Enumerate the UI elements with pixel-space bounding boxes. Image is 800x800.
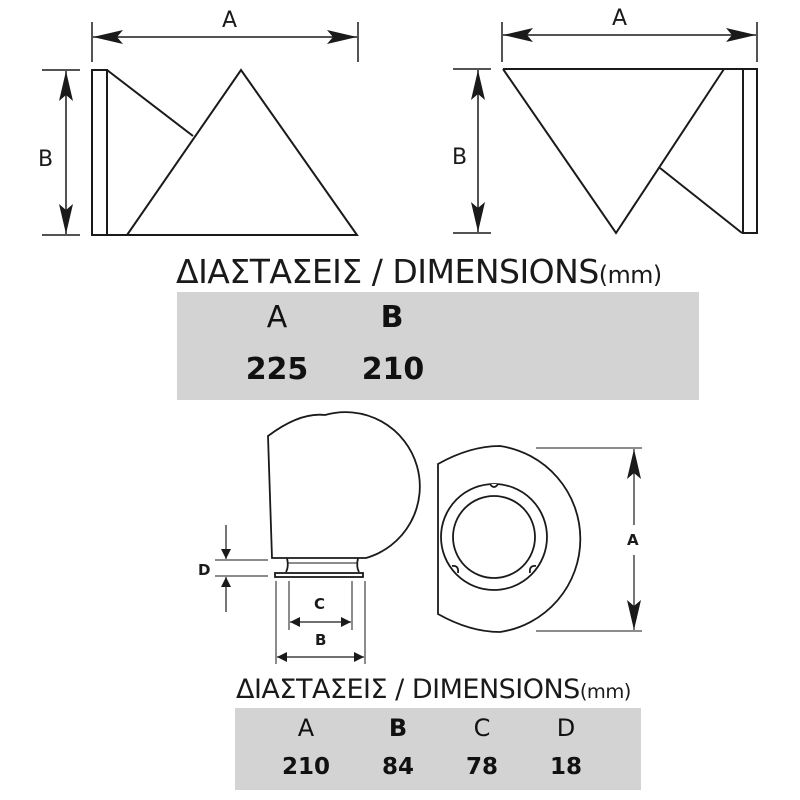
value-b: 84	[381, 754, 414, 780]
side-view-c-label: C	[314, 595, 325, 613]
globe-light-side-view	[215, 411, 421, 664]
dimensions-table-1: A B 225 210	[177, 292, 699, 400]
header-b: B	[380, 300, 404, 335]
right-wall-light-view	[453, 22, 758, 235]
dimensions-unit: (mm)	[579, 680, 632, 703]
value-d: 18	[549, 754, 582, 780]
value-a: 225	[245, 352, 309, 387]
value-c: 78	[465, 754, 498, 780]
side-view-b-label: B	[315, 631, 326, 649]
dimensions-unit: (mm)	[598, 261, 662, 289]
dimensions-title-text: ΔΙΑΣΤΑΣΕΙΣ / DIMENSIONS	[176, 252, 599, 291]
header-a: A	[266, 300, 288, 335]
globe-light-front-view	[437, 445, 642, 633]
dimensions-title-text: ΔΙΑΣΤΑΣΕΙΣ / DIMENSIONS	[236, 674, 580, 705]
value-b: 210	[361, 352, 425, 387]
left-wall-light-view	[42, 22, 359, 236]
right-view-height-label: B	[452, 145, 467, 170]
header-c: C	[473, 714, 491, 742]
header-d: D	[556, 714, 576, 742]
left-view-width-label: A	[222, 8, 237, 33]
front-view-a-label: A	[627, 531, 639, 549]
dimensions-title-2: ΔΙΑΣΤΑΣΕΙΣ / DIMENSIONS(mm)	[236, 674, 631, 705]
header-b: B	[388, 714, 408, 742]
left-view-height-label: B	[38, 147, 53, 172]
side-view-d-label: D	[198, 561, 210, 579]
dimensions-title-1: ΔΙΑΣΤΑΣΕΙΣ / DIMENSIONS(mm)	[176, 252, 662, 291]
value-a: 210	[281, 754, 330, 780]
dimensions-table-2: A B C D 210 84 78 18	[235, 708, 641, 790]
right-view-width-label: A	[612, 6, 627, 31]
header-a: A	[297, 714, 315, 742]
